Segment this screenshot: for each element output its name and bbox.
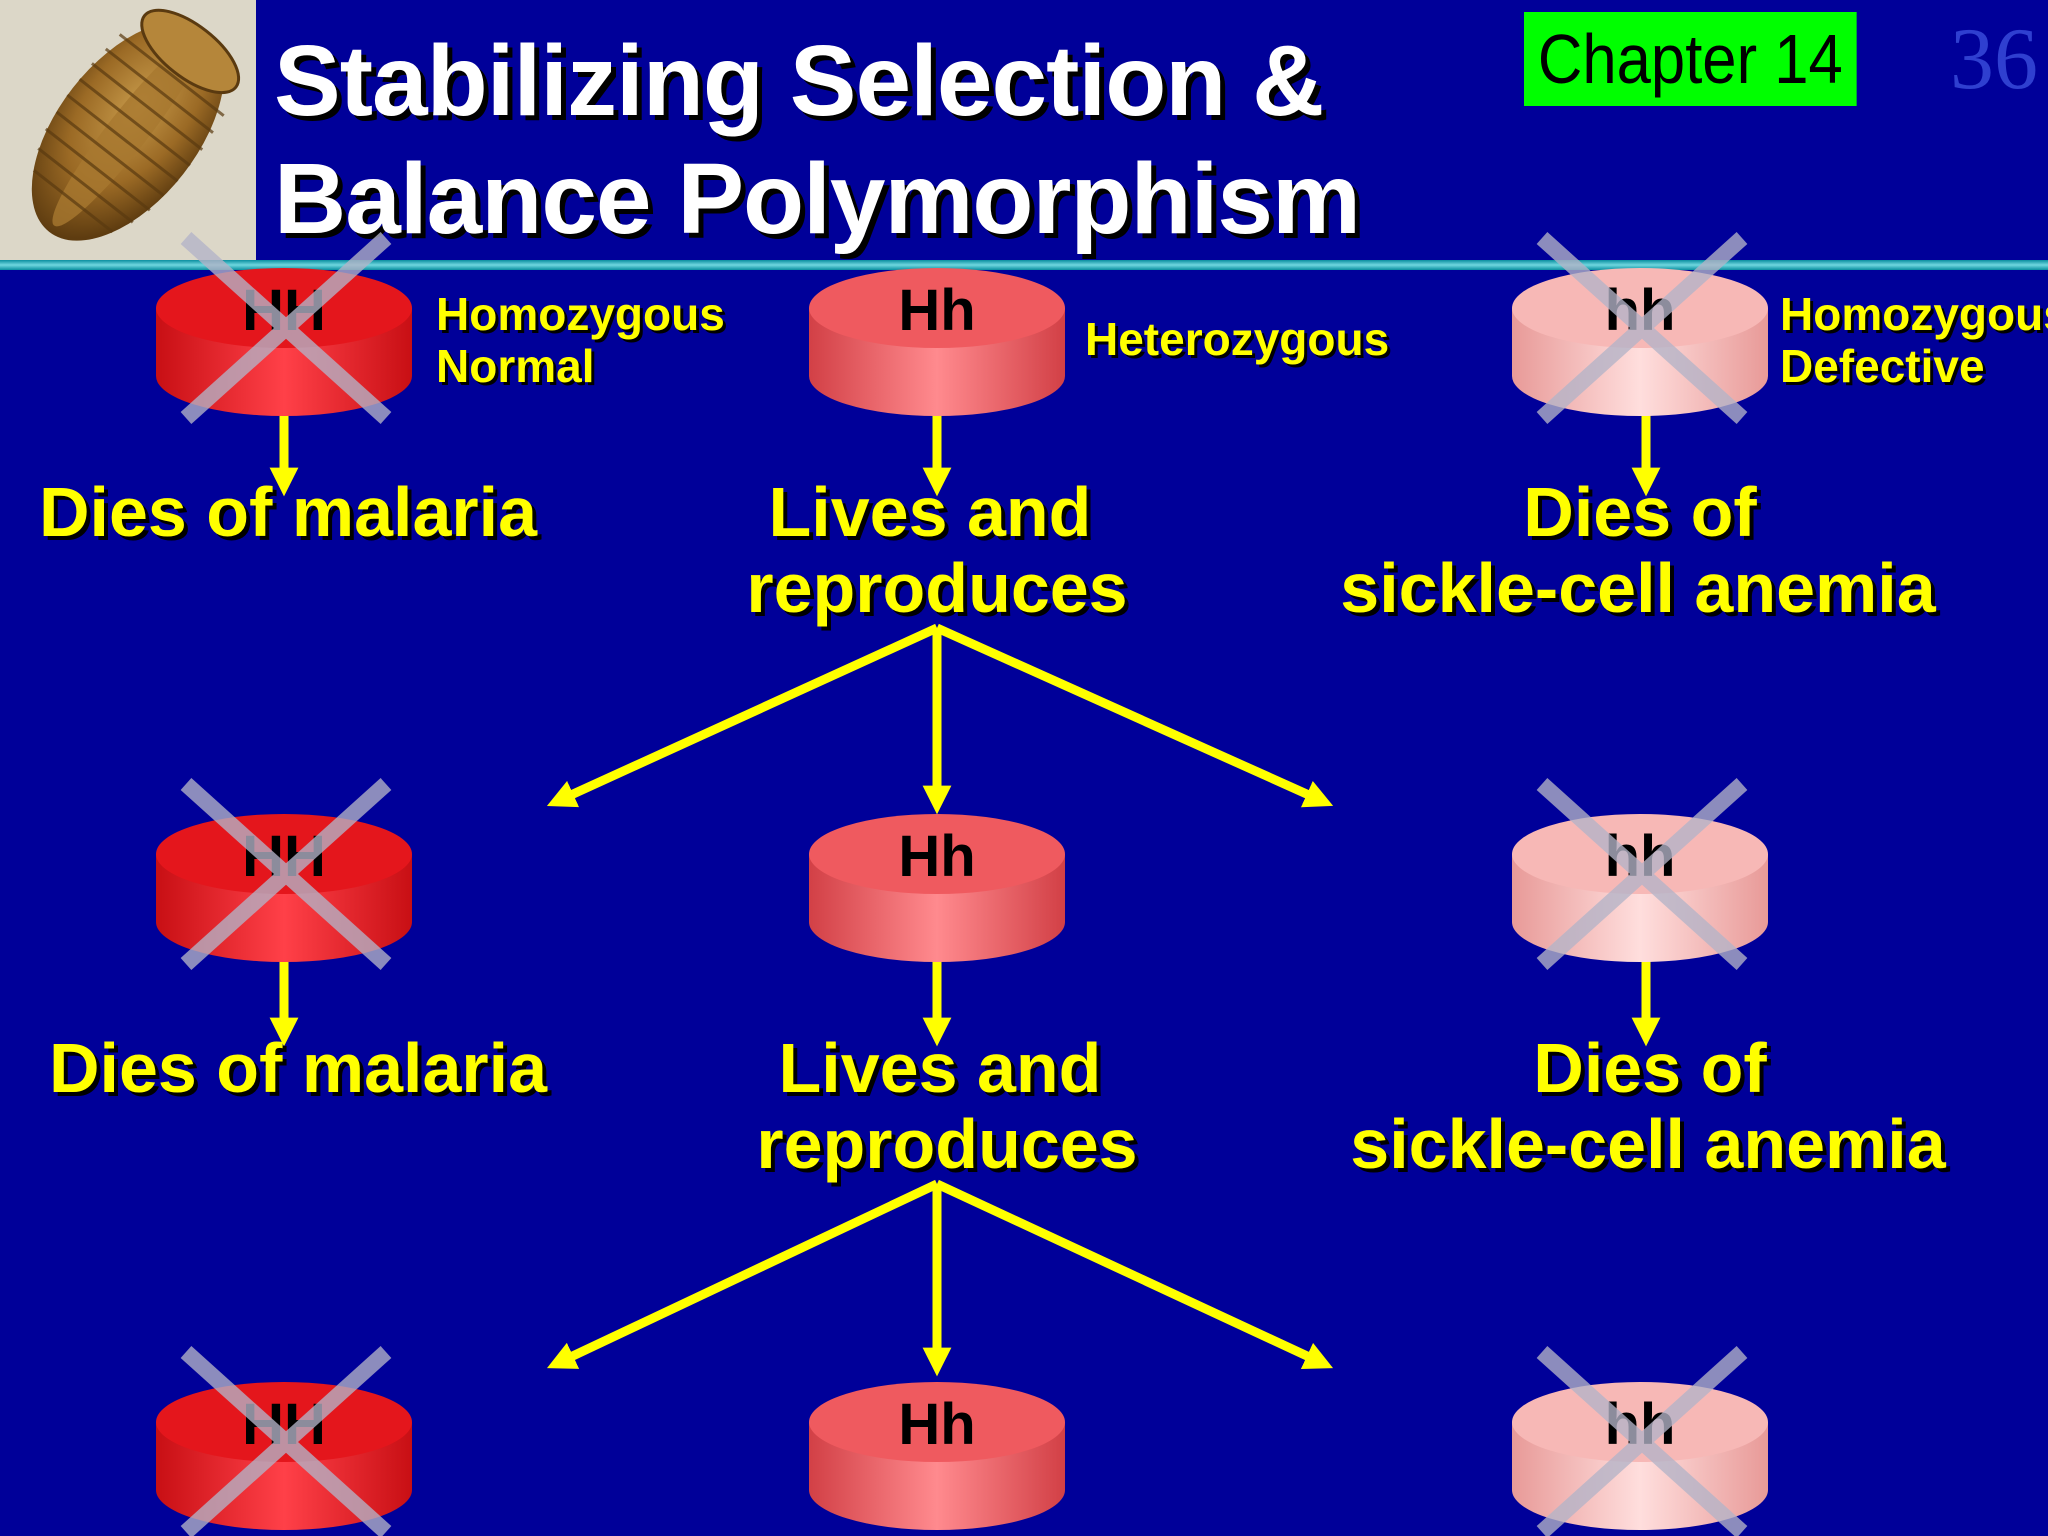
red-blood-cell-heterozygous-generation-3: Hh (809, 1382, 1065, 1530)
red-blood-cell-homozygous_defective-generation-2: hh (1512, 778, 1768, 970)
arrows-layer (269, 414, 1661, 1377)
arrow-offspring-left-gen1 (546, 623, 939, 808)
title-divider (0, 260, 2048, 270)
outcome-lives-line2-gen2-text: reproduces (756, 1105, 1137, 1183)
red-blood-cell-heterozygous-generation-2: Hh (809, 814, 1065, 962)
red-blood-cell-homozygous_defective-generation-3: hh (1512, 1346, 1768, 1536)
desc-homozygous-normal-line1-shadow: Homozygous (439, 291, 728, 343)
cross-out-icon (180, 1346, 392, 1536)
cross-out-icon (1536, 232, 1748, 424)
desc-homozygous-defective-line1-text: Homozygous (1780, 288, 2048, 340)
chapter-badge: Chapter 14 (1524, 12, 1857, 106)
cell-top (809, 268, 1065, 348)
arrow-offspring-left-gen2 (546, 1179, 939, 1369)
outcome-malaria-gen2-text: Dies of malaria (49, 1029, 548, 1107)
page-number: 36 (1950, 11, 2038, 108)
outcome-lives-line1-gen1-text: Lives and (769, 473, 1092, 551)
outcome-lives-line1-gen1-shadow: Lives and (773, 477, 1096, 555)
outcome-sickle-line1-gen2-shadow: Dies of (1537, 1033, 1771, 1111)
genotype-label: Hh (898, 824, 975, 889)
cell-top (809, 814, 1065, 894)
red-blood-cell-homozygous_normal-generation-3: HH (156, 1346, 412, 1536)
red-blood-cell-homozygous_normal-generation-1: HH (156, 232, 412, 424)
outcome-lives-line2-gen1-shadow: reproduces (750, 553, 1131, 631)
cross-out-icon (180, 778, 392, 970)
cell-top (156, 268, 412, 348)
red-blood-cell-heterozygous-generation-1: Hh (809, 268, 1065, 416)
desc-homozygous-normal-line2-shadow: Normal (439, 343, 597, 395)
trilobite-icon (0, 0, 256, 262)
arrow-offspring-right-gen1 (935, 623, 1334, 808)
desc-homozygous-normal-line2-text: Normal (436, 340, 594, 392)
slide-title: Stabilizing Selection & Balance Polymorp… (274, 22, 1361, 258)
outcome-sickle-line1-gen1-text: Dies of (1523, 473, 1757, 551)
cross-out-icon (180, 232, 392, 424)
desc-heterozygous-shadow: Heterozygous (1088, 316, 1392, 368)
outcome-lives-line1-gen2-shadow: Lives and (783, 1033, 1106, 1111)
outcome-sickle-line1-gen2-text: Dies of (1533, 1029, 1767, 1107)
cell-top (1512, 1382, 1768, 1462)
cross-out-icon (1536, 778, 1748, 970)
outcome-lives-line2-gen1-text: reproduces (746, 549, 1127, 627)
cross-out-icon (1536, 1346, 1748, 1536)
outcome-malaria-gen1-text: Dies of malaria (39, 473, 538, 551)
cell-top (1512, 268, 1768, 348)
cell-top (156, 1382, 412, 1462)
outcome-sickle-line2-gen1-text: sickle-cell anemia (1340, 549, 1936, 627)
genotype-label: Hh (898, 1392, 975, 1457)
title-line-2: Balance Polymorphism (274, 143, 1361, 255)
desc-homozygous-defective-line2-shadow: Defective (1783, 343, 1988, 395)
outcome-lives-line1-gen2-text: Lives and (779, 1029, 1102, 1107)
outcome-sickle-line1-gen1-shadow: Dies of (1527, 477, 1761, 555)
outcome-sickle-line2-gen2-shadow: sickle-cell anemia (1354, 1109, 1950, 1187)
title-line-1: Stabilizing Selection & (274, 25, 1324, 137)
arrow-offspring-right-gen2 (935, 1179, 1334, 1369)
red-blood-cell-homozygous_defective-generation-1: hh (1512, 232, 1768, 424)
desc-homozygous-defective-line1-shadow: Homozygous (1783, 291, 2048, 343)
outcome-sickle-line2-gen2-text: sickle-cell anemia (1350, 1105, 1946, 1183)
outcome-sickle-line2-gen1-shadow: sickle-cell anemia (1344, 553, 1940, 631)
desc-heterozygous-text: Heterozygous (1085, 313, 1389, 365)
outcome-lives-line2-gen2-shadow: reproduces (760, 1109, 1141, 1187)
red-blood-cell-homozygous_normal-generation-2: HH (156, 778, 412, 970)
outcome-malaria-gen2-shadow: Dies of malaria (53, 1033, 552, 1111)
genotype-label: Hh (898, 278, 975, 343)
cell-top (809, 1382, 1065, 1462)
cell-top (1512, 814, 1768, 894)
outcome-malaria-gen1-shadow: Dies of malaria (43, 477, 542, 555)
desc-homozygous-normal-line1-text: Homozygous (436, 288, 725, 340)
trilobite-fossil-image (0, 0, 256, 262)
desc-homozygous-defective-line2-text: Defective (1780, 340, 1985, 392)
cell-top (156, 814, 412, 894)
